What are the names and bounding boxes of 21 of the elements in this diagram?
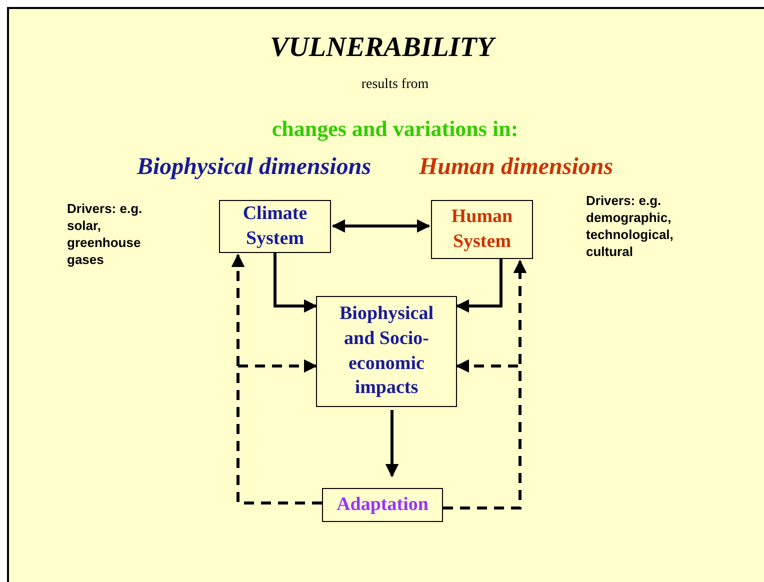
box-label: Human System xyxy=(450,204,514,254)
arrow xyxy=(456,259,502,313)
process-box xyxy=(219,200,331,253)
subtitle: results from xyxy=(360,77,430,93)
drivers-note: Drivers: e.g. solar, greenhouse gases xyxy=(67,200,144,268)
dimension-heading: Human dimensions xyxy=(419,154,614,181)
dashed-arrow xyxy=(236,359,322,504)
arrow xyxy=(274,253,318,313)
heading: changes and variations in: xyxy=(270,116,520,142)
process-box xyxy=(316,296,457,407)
arrow xyxy=(385,410,399,478)
arrow xyxy=(332,219,430,233)
title: VULNERABILITY xyxy=(268,32,497,64)
box-label: Biophysical and Socio-economic impacts xyxy=(338,302,434,400)
process-box xyxy=(322,488,443,522)
drivers-note: Drivers: e.g. demographic, technological, cultural xyxy=(586,192,674,260)
box-label: Adaptation xyxy=(336,492,428,517)
process-box xyxy=(431,200,533,259)
dimension-heading: Biophysical dimensions xyxy=(137,154,372,181)
box-label: Climate System xyxy=(242,202,308,250)
dashed-arrow xyxy=(443,359,522,510)
